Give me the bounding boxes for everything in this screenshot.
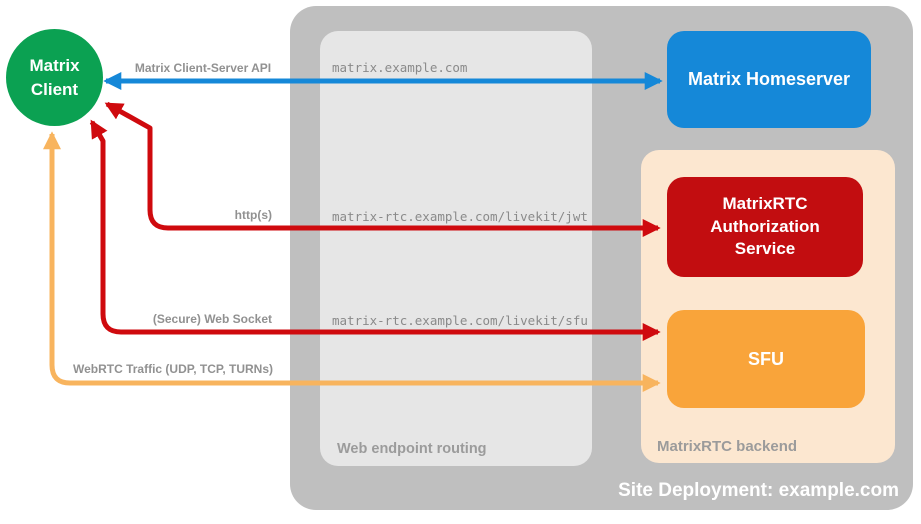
- site-deployment-container: Web endpoint routing MatrixRTC backend M…: [290, 6, 913, 510]
- matrix-client-label: Matrix Client: [29, 55, 80, 99]
- https-arrow-label: http(s): [234, 208, 272, 222]
- web-endpoint-routing-label: Web endpoint routing: [337, 441, 487, 457]
- sfu-node: SFU: [667, 310, 865, 408]
- matrix-client-node: Matrix Client: [6, 29, 103, 126]
- endpoint-matrix-example-com: matrix.example.com: [332, 60, 468, 75]
- client-server-api-arrow-label: Matrix Client-Server API: [134, 61, 272, 75]
- endpoint-livekit-jwt: matrix-rtc.example.com/livekit/jwt: [332, 209, 588, 224]
- matrixrtc-authorization-service-node: MatrixRTC Authorization Service: [667, 177, 863, 277]
- matrixrtc-authorization-service-label: MatrixRTC Authorization Service: [710, 193, 820, 259]
- matrix-homeserver-label: Matrix Homeserver: [687, 69, 851, 89]
- sfu-label: SFU: [748, 348, 784, 369]
- endpoint-livekit-sfu: matrix-rtc.example.com/livekit/sfu: [332, 313, 588, 328]
- webrtc-traffic-arrow-label: WebRTC Traffic (UDP, TCP, TURNs): [72, 362, 273, 376]
- websocket-arrow-label: (Secure) Web Socket: [152, 312, 272, 326]
- matrixrtc-backend-label: MatrixRTC backend: [657, 438, 798, 455]
- site-deployment-label: Site Deployment: example.com: [618, 480, 899, 501]
- matrix-homeserver-node: Matrix Homeserver: [667, 31, 871, 128]
- web-endpoint-routing-box: Web endpoint routing: [320, 31, 592, 466]
